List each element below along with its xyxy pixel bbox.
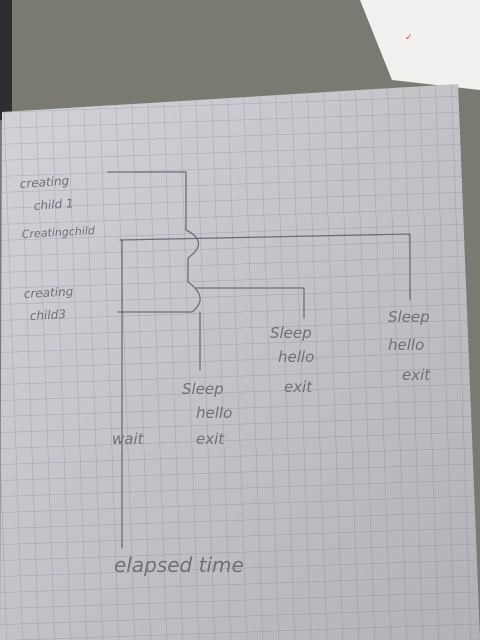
process-diagram <box>107 171 411 549</box>
creating-child-3-label-line1: creating <box>23 284 74 301</box>
desk-dark-edge <box>0 0 12 120</box>
child2-branch <box>119 233 411 301</box>
elapsed-time-label: elapsed time <box>114 553 244 577</box>
creating-child-3-label-line2: child3 <box>29 307 66 323</box>
paper-scribble: ✓ <box>405 33 413 43</box>
child2-exit-label: exit <box>402 366 431 384</box>
parent-timeline <box>107 171 187 231</box>
child3-sleep-label: Sleep <box>270 324 312 342</box>
white-paper-top-right <box>360 0 480 90</box>
creating-child-2-label: Creatingchild <box>21 224 96 241</box>
child3-exit-label: exit <box>284 378 313 396</box>
creating-child-1-label-line1: creating <box>19 174 70 191</box>
child1-sleep-label: Sleep <box>182 380 224 398</box>
child2-sleep-label: Sleep <box>388 308 430 326</box>
child2-hello-label: hello <box>388 336 424 354</box>
child3-hello-label: hello <box>278 348 314 366</box>
child3-branch <box>195 287 305 319</box>
child1-exit-label: exit <box>196 430 225 448</box>
child1-hello-label: hello <box>196 404 232 422</box>
creating-child-1-label-line2: child 1 <box>33 196 74 213</box>
parent-wait-label: wait <box>112 430 145 448</box>
page-shadow <box>0 84 480 640</box>
